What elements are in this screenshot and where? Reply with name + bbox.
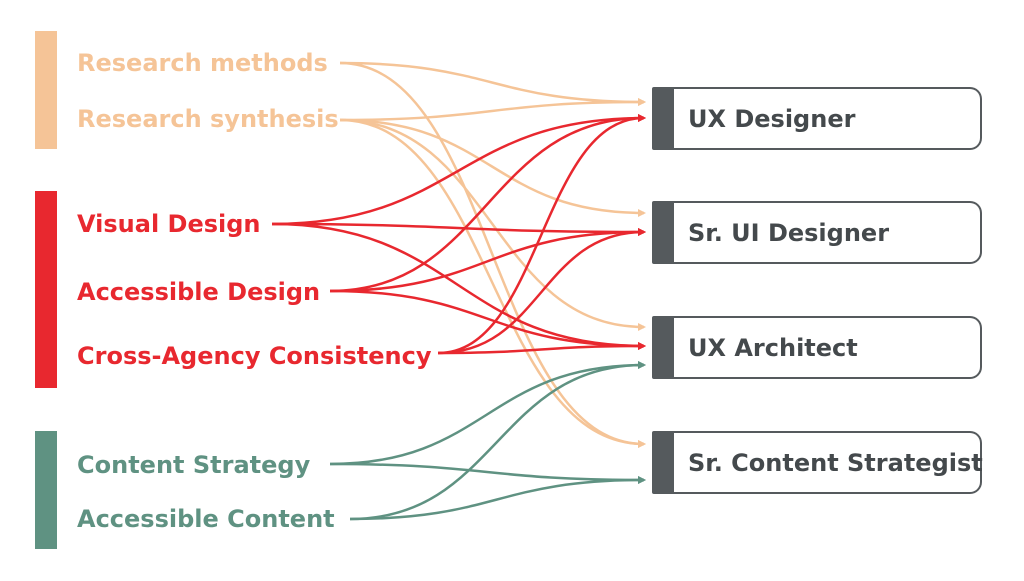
connection-rs-to-uxa xyxy=(339,118,646,331)
connection-ac-to-scs xyxy=(349,476,646,521)
research-group-bar xyxy=(35,31,57,149)
connection-ad-to-uxd xyxy=(329,114,646,293)
connection-ad-to-sui xyxy=(329,228,646,293)
skill-cross-agency-consistency: Cross-Agency Consistency xyxy=(77,342,432,370)
connection-rs-to-uxd xyxy=(339,98,646,122)
content-group-bar xyxy=(35,431,57,549)
connection-vd-to-uxa xyxy=(271,222,646,350)
skill-visual-design: Visual Design xyxy=(77,210,261,238)
skill-accessible-content: Accessible Content xyxy=(77,505,335,533)
design-group-bar xyxy=(35,191,57,388)
skill-research-synthesis: Research synthesis xyxy=(77,105,339,133)
connection-rs-to-sui xyxy=(339,118,646,217)
connection-cs-to-uxa xyxy=(329,361,646,466)
connection-rm-to-uxd xyxy=(339,61,646,106)
connection-vd-to-sui xyxy=(271,222,646,236)
skill-accessible-design: Accessible Design xyxy=(77,278,321,306)
connection-cc-to-uxd xyxy=(437,114,646,355)
connection-rm-to-scs xyxy=(339,61,646,448)
connection-ad-to-uxa xyxy=(329,289,646,350)
connection-ac-to-uxa xyxy=(349,361,646,521)
connection-cs-to-scs xyxy=(329,462,646,484)
role-sr-content-strategist: Sr. Content Strategist xyxy=(652,431,983,494)
connection-cc-to-uxa xyxy=(437,342,646,355)
connection-cc-to-sui xyxy=(437,228,646,355)
role-ux-architect: UX Architect xyxy=(652,316,982,379)
role-sr-ui-designer: Sr. UI Designer xyxy=(652,201,982,264)
connection-vd-to-uxd xyxy=(271,114,646,226)
skill-content-strategy: Content Strategy xyxy=(77,451,311,479)
skill-research-methods: Research methods xyxy=(77,49,328,77)
role-ux-designer: UX Designer xyxy=(652,87,982,150)
connection-rs-to-scs xyxy=(339,118,646,448)
